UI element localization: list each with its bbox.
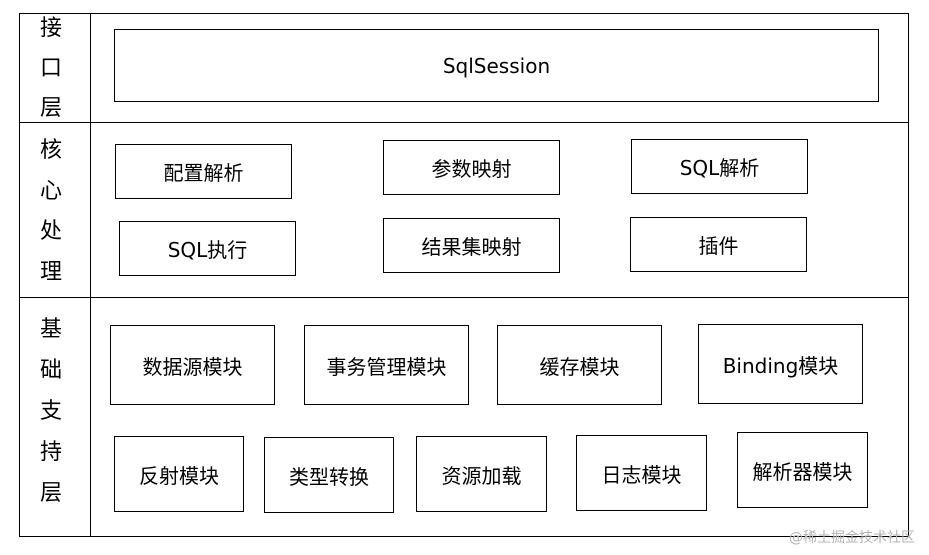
- resource-loading-module: 资源加载: [416, 436, 547, 512]
- config-parse-module: 配置解析: [115, 144, 292, 199]
- watermark: @稀土掘金技术社区: [789, 530, 915, 546]
- interface-layer-char: 接: [39, 16, 62, 41]
- logging-module: 日志模块: [576, 435, 707, 511]
- core-layer-char: 处: [39, 219, 62, 245]
- result-mapping-module: 结果集映射: [383, 218, 560, 273]
- foundation-layer-label: 基 础 支 持 层: [20, 317, 82, 507]
- core-layer-label: 核 心 处 理: [20, 138, 82, 286]
- foundation-layer-char: 持: [39, 440, 62, 465]
- interface-layer-label: 接 口 层: [20, 16, 82, 122]
- sql-exec-module: SQL执行: [119, 221, 296, 276]
- binding-module: Binding模块: [698, 324, 863, 404]
- interface-layer-char: 层: [39, 96, 62, 121]
- datasource-module: 数据源模块: [110, 325, 275, 405]
- type-conversion-module: 类型转换: [264, 437, 394, 513]
- transaction-module: 事务管理模块: [304, 325, 469, 405]
- label-column-divider: [90, 13, 91, 537]
- foundation-layer-char: 层: [39, 481, 62, 506]
- core-layer-char: 心: [39, 178, 62, 204]
- param-mapping-module: 参数映射: [383, 140, 560, 195]
- interface-layer-char: 口: [39, 56, 62, 81]
- interface-core-divider: [19, 122, 909, 123]
- core-layer-char: 理: [39, 259, 62, 285]
- sql-parse-module: SQL解析: [631, 139, 808, 194]
- sqlsession-module: SqlSession: [114, 29, 879, 102]
- plugin-module: 插件: [630, 217, 807, 272]
- core-layer-char: 核: [39, 138, 62, 163]
- foundation-layer-char: 础: [39, 358, 62, 383]
- architecture-frame: [19, 13, 909, 537]
- cache-module: 缓存模块: [497, 325, 662, 405]
- foundation-layer-char: 支: [39, 399, 62, 424]
- foundation-layer-char: 基: [39, 317, 62, 342]
- core-foundation-divider: [19, 297, 909, 298]
- parser-module: 解析器模块: [737, 432, 868, 508]
- reflection-module: 反射模块: [114, 436, 244, 512]
